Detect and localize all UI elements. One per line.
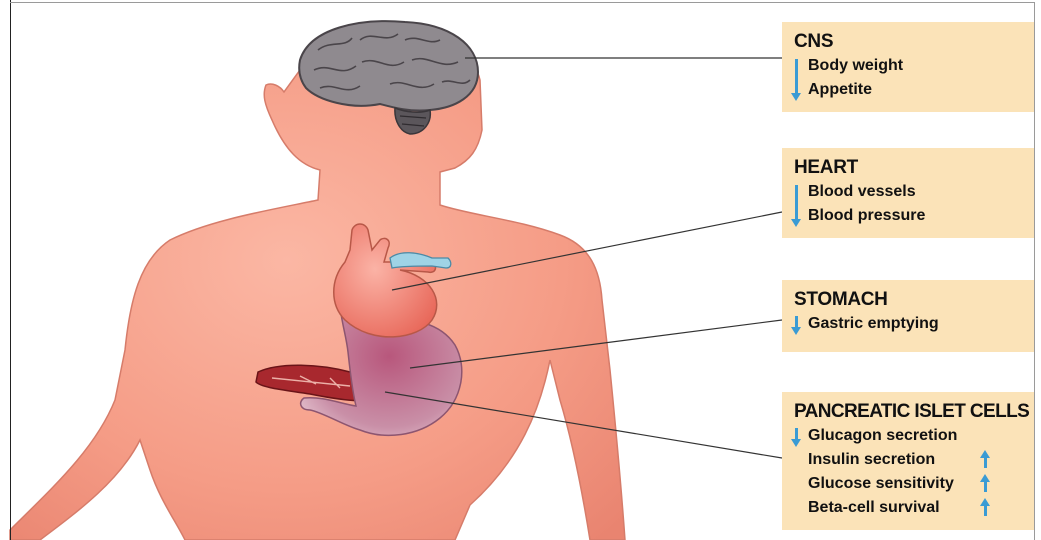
frame-top-edge bbox=[10, 2, 1035, 3]
pancreas-effect-glucagon-secretion: Glucagon secretion bbox=[808, 424, 1024, 448]
cns-label-box: CNS Body weight Appetite bbox=[782, 22, 1034, 112]
down-arrow-icon bbox=[795, 428, 798, 441]
down-arrow-icon bbox=[795, 185, 798, 221]
pancreas-effect-glucose-sensitivity: Glucose sensitivity bbox=[808, 472, 1024, 496]
heart-label-box: HEART Blood vessels Blood pressure bbox=[782, 148, 1034, 238]
frame-left-edge bbox=[10, 0, 11, 540]
stomach-title: STOMACH bbox=[794, 288, 1024, 312]
up-arrow-icon bbox=[984, 504, 987, 516]
pancreas-effect-insulin-secretion: Insulin secretion bbox=[808, 448, 1024, 472]
heart-effect-blood-pressure: Blood pressure bbox=[808, 204, 1024, 228]
down-arrow-icon bbox=[795, 316, 798, 329]
stomach-label-box: STOMACH Gastric emptying bbox=[782, 280, 1034, 352]
stomach-down-effects: Gastric emptying bbox=[794, 312, 1024, 336]
frame-right-edge bbox=[1034, 2, 1035, 540]
pancreas-label-box: PANCREATIC ISLET CELLS Glucagon secretio… bbox=[782, 392, 1034, 530]
up-arrow-icon bbox=[984, 480, 987, 492]
pancreas-title: PANCREATIC ISLET CELLS bbox=[794, 400, 1024, 424]
cns-effect-body-weight: Body weight bbox=[808, 54, 1024, 78]
heart-title: HEART bbox=[794, 156, 1024, 180]
heart-effect-blood-vessels: Blood vessels bbox=[808, 180, 1024, 204]
pancreas-up-effects: Insulin secretion Glucose sensitivity Be… bbox=[794, 448, 1024, 520]
pancreas-effect-beta-cell-survival: Beta-cell survival bbox=[808, 496, 1024, 520]
cns-effect-appetite: Appetite bbox=[808, 78, 1024, 102]
down-arrow-icon bbox=[795, 59, 798, 95]
up-arrow-icon bbox=[984, 456, 987, 468]
heart-down-effects: Blood vessels Blood pressure bbox=[794, 180, 1024, 228]
cns-down-effects: Body weight Appetite bbox=[794, 54, 1024, 102]
pancreas-down-effects: Glucagon secretion bbox=[794, 424, 1024, 448]
stomach-effect-gastric-emptying: Gastric emptying bbox=[808, 312, 1024, 336]
body-silhouette bbox=[10, 32, 625, 540]
cns-title: CNS bbox=[794, 30, 1024, 54]
